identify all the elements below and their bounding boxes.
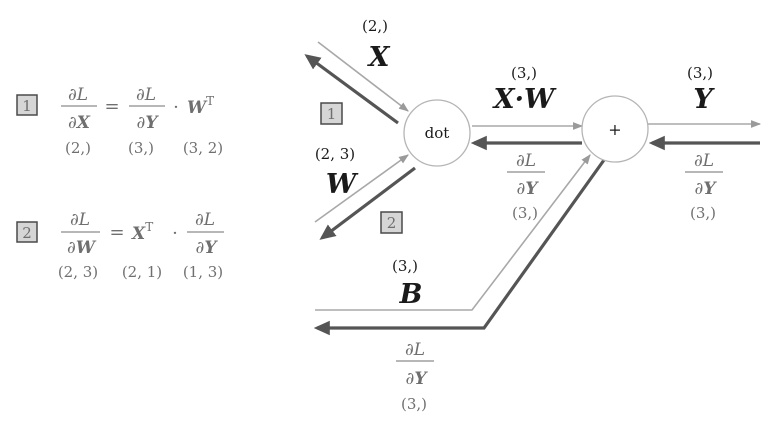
dot-node-label: dot — [425, 124, 450, 142]
f1-shape-2: (3,) — [128, 139, 154, 157]
b-shape: (3,) — [392, 257, 418, 275]
x-shape: (2,) — [362, 17, 388, 35]
f1-shape-1: (2,) — [65, 139, 91, 157]
formula-2: 2 ∂L ∂W = XT · ∂L ∂Y (2, 3) (2, 1) (1, 3… — [16, 210, 224, 281]
edge-w-to-dot — [314, 154, 409, 223]
f1-w-transpose: WT — [187, 94, 214, 118]
grad-bottom-denominator: ∂Y — [406, 369, 429, 389]
grad-bottom-numerator: ∂L — [405, 340, 425, 360]
badge-1-label: 1 — [22, 97, 32, 115]
f2-x-transpose: XT — [131, 220, 153, 244]
dot-node-circle — [403, 99, 471, 167]
graph-badge-1: 1 — [320, 102, 343, 125]
f2-lhs-denominator: ∂W — [67, 238, 97, 258]
xw-shape: (3,) — [511, 64, 537, 82]
f1-r1-numerator: ∂L — [136, 85, 156, 105]
xw-label: X·W — [492, 84, 557, 115]
graph-badge-2-label: 2 — [387, 214, 397, 232]
grad-edge-plus-to-b — [313, 159, 606, 336]
plus-node-label: + — [608, 120, 621, 139]
grad-edge-dot-to-x — [304, 54, 399, 125]
f2-shape-2: (2, 1) — [122, 263, 162, 281]
w-label: W — [326, 169, 359, 200]
graph-badge-1-box — [320, 102, 343, 125]
grad-right-numerator: ∂L — [694, 151, 714, 171]
grad-mid-denominator: ∂Y — [517, 179, 540, 199]
y-label: Y — [693, 84, 715, 115]
badge-2-label: 2 — [22, 224, 32, 242]
f1-shape-3: (3, 2) — [183, 139, 223, 157]
grad-edge-dot-to-w — [319, 166, 416, 240]
graph-badge-2: 2 — [380, 211, 403, 234]
edge-b-to-plus — [315, 154, 591, 311]
edge-x-to-dot — [317, 41, 409, 112]
backward-edges — [304, 54, 760, 336]
f1-r1-denominator: ∂Y — [137, 113, 160, 133]
x-label: X — [367, 42, 391, 73]
plus-node: + — [581, 95, 649, 163]
graph-badge-1-label: 1 — [327, 105, 337, 123]
badge-2-box — [16, 221, 38, 243]
f2-shape-3: (1, 3) — [183, 263, 223, 281]
f2-r2-numerator: ∂L — [195, 210, 215, 230]
f2-equals: = — [109, 222, 124, 243]
f2-dot-operator: · — [172, 223, 178, 244]
grad-label-right: ∂L ∂Y (3,) — [685, 151, 723, 222]
grad-mid-shape: (3,) — [512, 204, 538, 222]
y-shape: (3,) — [687, 64, 713, 82]
f2-r2-denominator: ∂Y — [196, 238, 219, 258]
grad-right-denominator: ∂Y — [695, 179, 718, 199]
f1-lhs-denominator: ∂X — [68, 113, 91, 133]
dot-node: dot — [403, 99, 471, 167]
w-shape: (2, 3) — [315, 145, 355, 163]
grad-label-mid: ∂L ∂Y (3,) — [507, 151, 545, 222]
graph-badge-2-box — [380, 211, 403, 234]
forward-edges — [314, 41, 762, 311]
f1-equals: = — [104, 96, 119, 117]
badge-1-box — [16, 94, 38, 116]
grad-label-bottom: ∂L ∂Y (3,) — [396, 340, 434, 413]
grad-right-shape: (3,) — [690, 204, 716, 222]
f2-shape-1: (2, 3) — [58, 263, 98, 281]
f2-lhs-numerator: ∂L — [70, 210, 90, 230]
formula-1: 1 ∂L ∂X = ∂L ∂Y · WT (2,) (3,) (3, 2) — [16, 85, 223, 157]
grad-mid-numerator: ∂L — [516, 151, 536, 171]
b-label: B — [399, 279, 423, 310]
grad-bottom-shape: (3,) — [401, 395, 427, 413]
f1-lhs-numerator: ∂L — [68, 85, 88, 105]
f1-dot-operator: · — [173, 97, 179, 118]
plus-node-circle — [581, 95, 649, 163]
